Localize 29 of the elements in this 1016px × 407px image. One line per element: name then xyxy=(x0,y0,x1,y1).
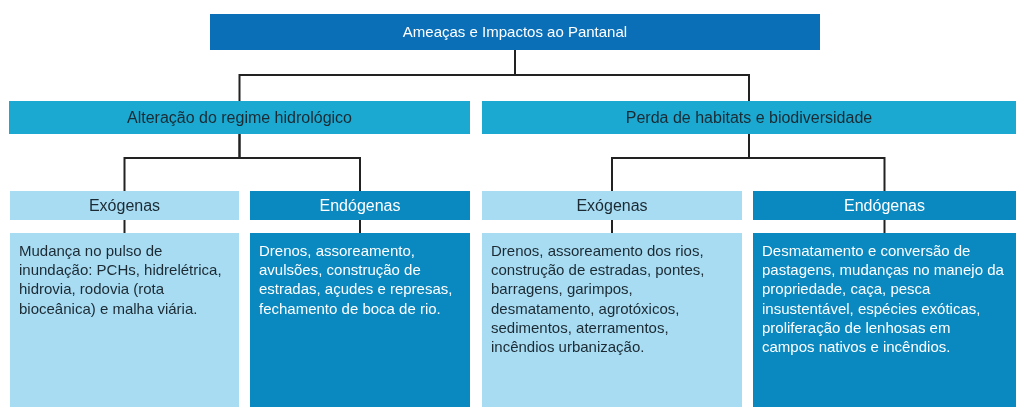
heading-text: Exógenas xyxy=(88,195,161,216)
heading-text: Perda de habitats e biodiversidade xyxy=(625,107,873,128)
subcategory-box xyxy=(250,191,470,220)
connector-line xyxy=(359,219,361,234)
heading-text: Ameaças e Impactos ao Pantanal xyxy=(402,21,628,42)
connector-line xyxy=(611,219,613,234)
description-text: Desmatamento e conversão de pastagens, mudanças no manejo da propriedade, caça, pesca insustentável, espécies exóticas, proliferação de lenhosas em campos nativos e incêndios. xyxy=(762,241,1005,357)
title-box xyxy=(210,14,820,50)
description-box xyxy=(10,233,239,407)
category-box xyxy=(482,101,1016,134)
connector-line xyxy=(883,219,886,234)
connector-line xyxy=(514,49,750,102)
description-text: Drenos, assoreamento, avulsões, construção de estradas, açudes e represas, fechamento de boca de rio. xyxy=(259,241,454,318)
subcategory-box xyxy=(10,191,239,220)
subcategory-box xyxy=(753,191,1016,220)
category-box xyxy=(9,101,470,134)
description-box xyxy=(250,233,470,407)
description-box xyxy=(753,233,1016,407)
description-text: Drenos, assoreamento dos rios, construção de estradas, pontes, barragens, garimpos, desmatamento, agrotóxicos, sedimentos, aterramentos, incêndios urbanização. xyxy=(491,241,706,357)
connector-line xyxy=(748,133,886,192)
heading-text: Exógenas xyxy=(576,195,648,216)
connector-line xyxy=(238,133,361,192)
heading-text: Endógenas xyxy=(844,195,925,216)
subcategory-box xyxy=(482,191,742,220)
heading-text: Alteração do regime hidrológico xyxy=(127,107,352,128)
description-text: Mudança no pulso de inundação: PCHs, hidrelétrica, hidrovia, rodovia (rota bioceânica) e malha viária. xyxy=(19,241,223,318)
heading-text: Endógenas xyxy=(319,195,401,216)
description-box xyxy=(482,233,742,407)
connector-line xyxy=(123,219,126,234)
